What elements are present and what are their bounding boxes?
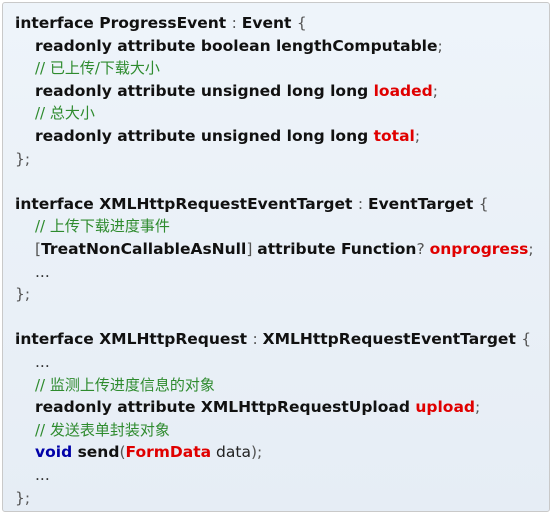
code-line: readonly attribute XMLHttpRequestUpload … [35,396,480,418]
code-token: readonly attribute unsigned long long [35,127,374,145]
code-token: readonly attribute XMLHttpRequestUpload [35,398,416,417]
code-token: readonly attribute boolean lengthComputa… [35,36,438,55]
code-token: ; [414,127,421,145]
code-token: ; [475,398,481,417]
code-token: Event [241,14,297,32]
code-line: // 上传下载进度事件 [35,215,170,237]
code-token: loaded [373,81,433,100]
code-line: ... [35,351,50,373]
code-token: }; [15,285,31,304]
code-token: { [478,194,489,213]
code-line: }; [15,148,30,170]
code-token: ? [416,240,430,258]
code-comment: // 发送表单封装对象 [35,420,170,439]
code-line: // 监测上传进度信息的对象 [35,374,215,396]
code-line: // 发送表单封装对象 [35,419,170,441]
code-line: // 总大小 [35,102,95,124]
code-token: : [231,14,242,32]
code-token: ; [437,36,443,55]
code-token: ... [35,262,50,281]
code-line: interface ProgressEvent : Event { [15,12,307,34]
code-token: [ [35,240,42,258]
code-line: readonly attribute unsigned long long to… [35,125,420,147]
code-token: FormData [125,443,212,462]
code-line: interface XMLHttpRequest : XMLHttpReques… [15,328,531,350]
code-line: [TreatNonCallableAsNull] attribute Funct… [35,238,534,260]
code-comment: // 已上传/下载大小 [35,59,160,78]
code-token: void [35,443,78,462]
code-line: readonly attribute boolean lengthComputa… [35,35,443,57]
code-token: ( [119,443,126,462]
code-comment: // 上传下载进度事件 [35,217,170,236]
code-panel: interface ProgressEvent : Event { readonl… [2,2,550,512]
code-token: ); [250,443,263,462]
code-token: total [373,127,415,145]
code-token: EventTarget [367,194,479,213]
code-token: ... [35,353,50,371]
code-line: // 已上传/下载大小 [35,57,160,79]
code-token: : [357,194,368,213]
code-line: ... [35,464,50,486]
code-token: ; [432,81,438,100]
code-token: send [77,443,120,462]
code-token: }; [15,488,31,507]
code-token: }; [15,149,31,168]
code-comment: // 监测上传进度信息的对象 [35,375,215,394]
code-comment: // 总大小 [35,104,95,123]
code-token: TreatNonCallableAsNull [41,240,247,258]
code-line: interface XMLHttpRequestEventTarget : Ev… [15,193,489,215]
code-line: }; [15,487,30,509]
code-token: data [211,443,251,462]
code-token: { [521,330,532,349]
code-token: onprogress [429,240,529,258]
code-token: XMLHttpRequestEventTarget [262,330,522,349]
code-token: interface XMLHttpRequestEventTarget [15,194,358,213]
code-line: readonly attribute unsigned long long lo… [35,80,438,102]
code-line: ... [35,261,50,283]
code-token: readonly attribute unsigned long long [35,81,374,100]
code-token: interface XMLHttpRequest [15,330,253,349]
code-token: interface ProgressEvent [15,14,232,32]
code-token: ] [246,240,258,258]
code-line: }; [15,283,30,305]
code-token: upload [415,398,476,417]
code-token: ; [528,240,534,258]
code-token: ... [35,466,50,484]
code-token: attribute Function [257,240,417,258]
code-line: void send(FormData data); [35,441,262,463]
code-token: { [296,14,307,32]
code-token: : [252,330,263,349]
